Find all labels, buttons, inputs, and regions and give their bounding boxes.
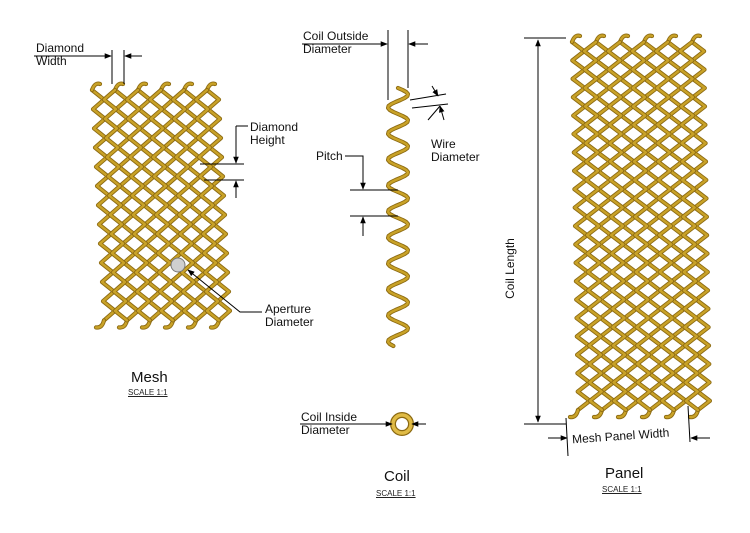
coil-ring-end-view — [390, 412, 414, 436]
coil-inside-diameter-label: Coil Inside Diameter — [301, 411, 357, 437]
mesh-hook-top-0 — [90, 82, 102, 92]
coil-inside-diameter-label-line1: Coil Inside — [301, 410, 358, 424]
mesh-wire-drawing — [89, 81, 233, 330]
aperture-diameter-leader — [187, 269, 262, 313]
coil-length-label: Coil Length — [502, 238, 517, 299]
wire-diameter-label: Wire Diameter — [431, 138, 480, 164]
mesh-cross-3 — [171, 88, 198, 322]
aperture-diameter-label-line2: Diameter — [265, 315, 314, 329]
diamond-width-dimension — [34, 50, 142, 84]
aperture-diameter-label-line1: Aperture — [265, 302, 312, 316]
panel-wire-0 — [570, 40, 592, 412]
panel-cross-4 — [678, 40, 700, 412]
panel-hook-bottom-0 — [568, 408, 580, 419]
aperture-diameter-label: Aperture Diameter — [265, 303, 314, 329]
diamond-height-label-line2: Height — [250, 133, 285, 147]
panel-cross-1 — [606, 40, 628, 412]
coil-length-dimension — [524, 37, 566, 425]
mesh-hook-bottom-0 — [94, 319, 106, 329]
coil-wire-drawing — [386, 85, 410, 349]
mesh-panel-width-dimension — [548, 405, 710, 457]
diamond-width-label-line1: Diamond — [36, 41, 85, 55]
aperture-marker — [170, 257, 186, 273]
pitch-dimension — [345, 155, 398, 236]
panel-cross-0 — [582, 40, 604, 412]
diamond-height-label-line1: Diamond — [250, 120, 299, 134]
mesh-cross-1 — [125, 88, 152, 322]
panel-cross-2 — [630, 40, 652, 412]
diamond-height-dimension — [200, 125, 248, 198]
coil-outside-diameter-dimension — [302, 30, 428, 100]
wire-diameter-label-line1: Wire — [431, 137, 456, 151]
coil-helix — [386, 86, 410, 348]
panel-cross-3 — [654, 40, 676, 412]
pitch-label: Pitch — [316, 149, 343, 163]
mesh-scale: SCALE 1:1 — [128, 388, 168, 397]
diamond-width-label: Diamond Width — [36, 42, 84, 68]
panel-wire-drawing — [567, 33, 712, 420]
coil-outside-diameter-label: Coil Outside Diameter — [303, 30, 368, 56]
wire-diameter-label-line2: Diameter — [431, 150, 480, 164]
mesh-cross-2 — [148, 88, 175, 322]
coil-scale: SCALE 1:1 — [376, 489, 416, 498]
mesh-wire-0 — [90, 88, 117, 322]
panel-title: Panel — [605, 465, 644, 482]
coil-inside-diameter-label-line2: Diameter — [301, 423, 350, 437]
mesh-title: Mesh — [131, 369, 168, 386]
diamond-width-label-line2: Width — [36, 54, 67, 68]
coil-outside-diameter-label-line1: Coil Outside — [303, 29, 369, 43]
diamond-height-label: Diamond Height — [250, 121, 298, 147]
panel-scale: SCALE 1:1 — [602, 485, 642, 494]
coil-title: Coil — [384, 468, 410, 485]
mesh-cross-0 — [102, 88, 129, 322]
wire-diameter-dimension — [409, 85, 449, 121]
coil-outside-diameter-label-line2: Diameter — [303, 42, 352, 56]
mesh-cross-4 — [194, 88, 221, 322]
panel-hook-top-0 — [570, 34, 582, 44]
